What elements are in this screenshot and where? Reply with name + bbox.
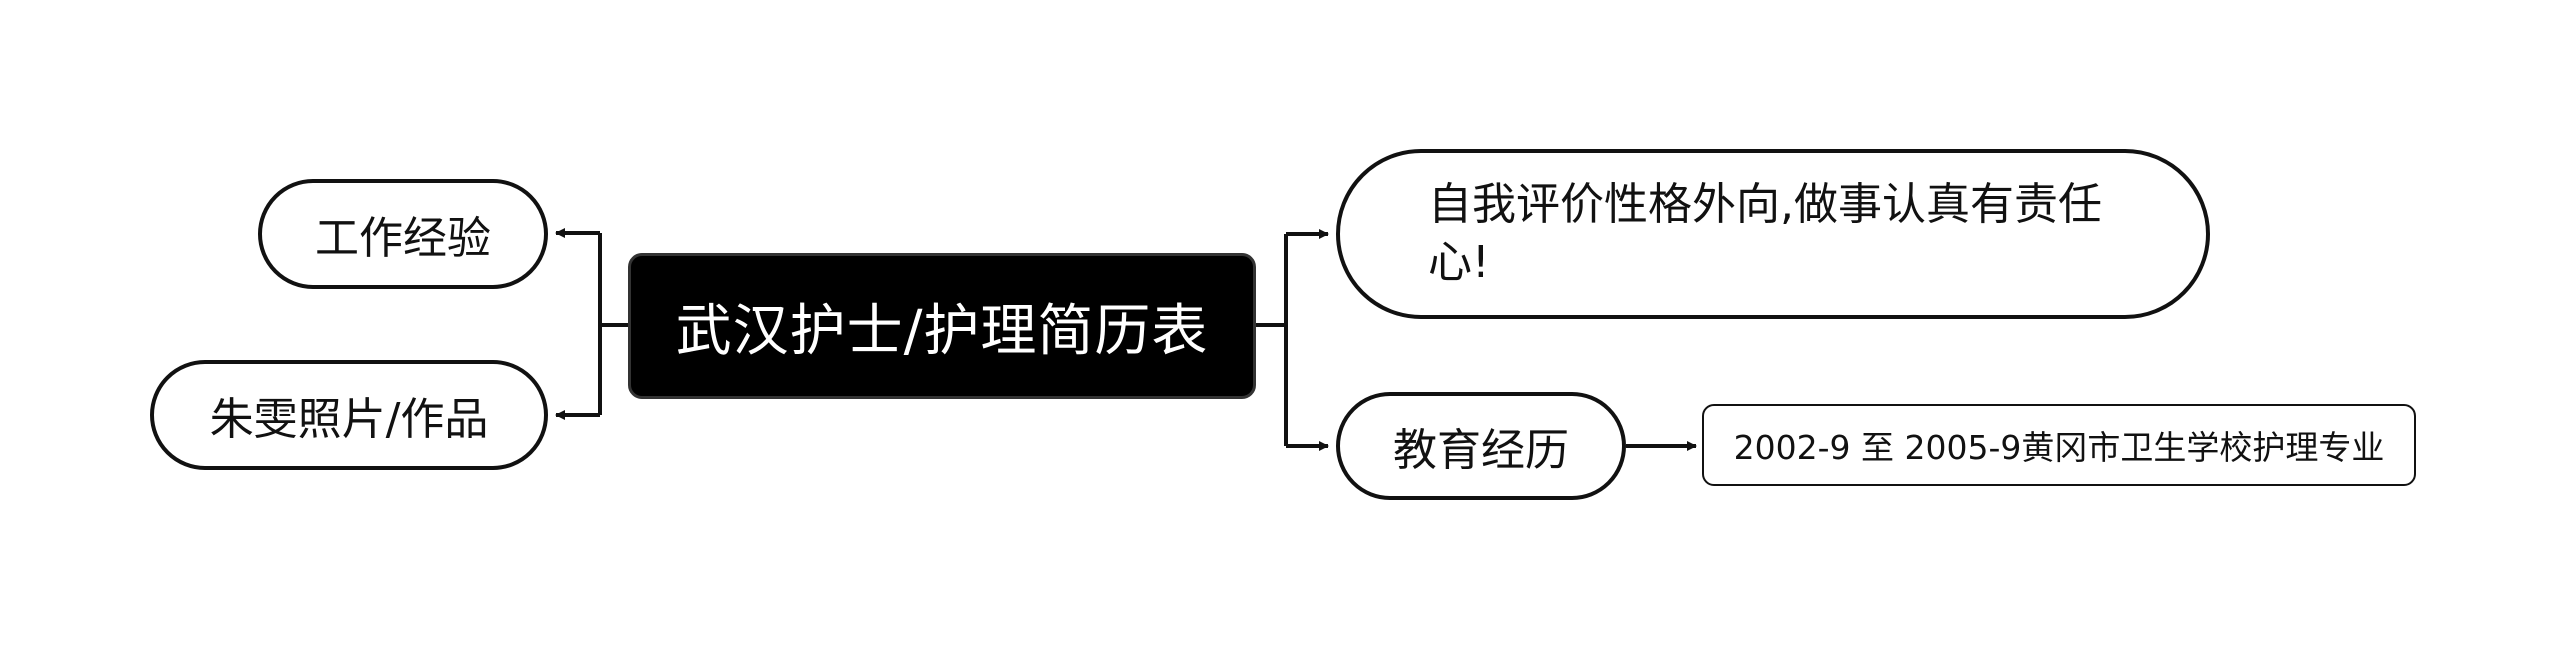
branch-self-evaluation: 自我评价性格外向,做事认真有责任心! bbox=[1336, 149, 2210, 319]
education-detail-node: 2002-9 至 2005-9黄冈市卫生学校护理专业 bbox=[1702, 404, 2416, 486]
branch-photo-works: 朱雯照片/作品 bbox=[150, 360, 548, 470]
branch-education: 教育经历 bbox=[1336, 392, 1626, 500]
root-node-title: 武汉护士/护理简历表 bbox=[628, 253, 1256, 399]
branch-work-experience: 工作经验 bbox=[258, 179, 548, 289]
